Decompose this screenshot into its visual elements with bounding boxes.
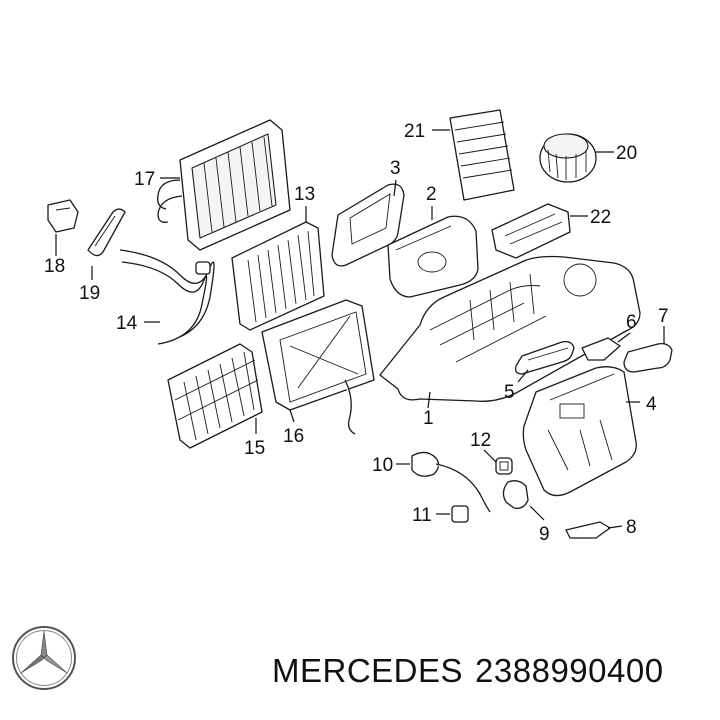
callout-22: 22 bbox=[590, 207, 611, 228]
callout-4: 4 bbox=[646, 394, 657, 415]
part-5-gasket bbox=[514, 340, 575, 375]
part-9-sensor bbox=[502, 480, 529, 509]
part-11-plug bbox=[451, 505, 469, 523]
callout-10: 10 bbox=[372, 455, 393, 476]
callout-5: 5 bbox=[504, 382, 515, 403]
part-14-coolant-pipes bbox=[119, 249, 215, 345]
part-8-flap bbox=[565, 521, 611, 539]
part-16-flap-housing bbox=[261, 299, 375, 435]
brand-name: MERCEDES bbox=[272, 652, 464, 689]
callout-labels: 1 2 3 4 5 6 7 8 9 10 11 12 13 14 15 16 1… bbox=[44, 121, 669, 545]
footer-part-label: MERCEDES 2388990400 bbox=[272, 652, 676, 690]
callout-1: 1 bbox=[423, 408, 434, 429]
part-6-bracket bbox=[581, 337, 621, 361]
callout-9: 9 bbox=[539, 524, 550, 545]
part-4-distribution-housing bbox=[522, 366, 637, 497]
callout-11: 11 bbox=[412, 505, 432, 526]
part-10-hose bbox=[411, 451, 491, 513]
part-number: 2388990400 bbox=[475, 652, 664, 689]
part-18-sensor bbox=[47, 199, 79, 233]
part-7-actuator bbox=[623, 342, 673, 373]
part-3-seal-frame bbox=[331, 183, 405, 267]
leader-lines bbox=[55, 129, 665, 529]
part-20-blower-motor bbox=[539, 133, 597, 183]
callout-13: 13 bbox=[294, 184, 315, 205]
callout-8: 8 bbox=[626, 517, 637, 538]
callout-2: 2 bbox=[426, 184, 437, 205]
callout-19: 19 bbox=[79, 283, 100, 304]
callout-7: 7 bbox=[658, 306, 669, 327]
part-2-blower-cover bbox=[387, 215, 479, 298]
callout-6: 6 bbox=[626, 312, 637, 333]
callout-16: 16 bbox=[283, 426, 304, 447]
callout-15: 15 bbox=[244, 438, 265, 459]
part-22-duct bbox=[491, 203, 571, 259]
callout-18: 18 bbox=[44, 256, 65, 277]
callout-17: 17 bbox=[134, 169, 155, 190]
callout-20: 20 bbox=[616, 143, 637, 164]
part-17-heater-core bbox=[157, 119, 291, 251]
callout-14: 14 bbox=[116, 313, 138, 334]
callout-3: 3 bbox=[390, 158, 401, 179]
part-21-cabin-filter bbox=[449, 109, 515, 201]
part-13-evaporator bbox=[231, 221, 325, 331]
callout-21: 21 bbox=[404, 121, 425, 142]
part-15-grille bbox=[167, 343, 263, 449]
part-12-grommet bbox=[495, 457, 513, 475]
callout-12: 12 bbox=[470, 430, 491, 451]
mercedes-star-icon bbox=[12, 626, 76, 690]
part-19-seal bbox=[87, 208, 126, 257]
